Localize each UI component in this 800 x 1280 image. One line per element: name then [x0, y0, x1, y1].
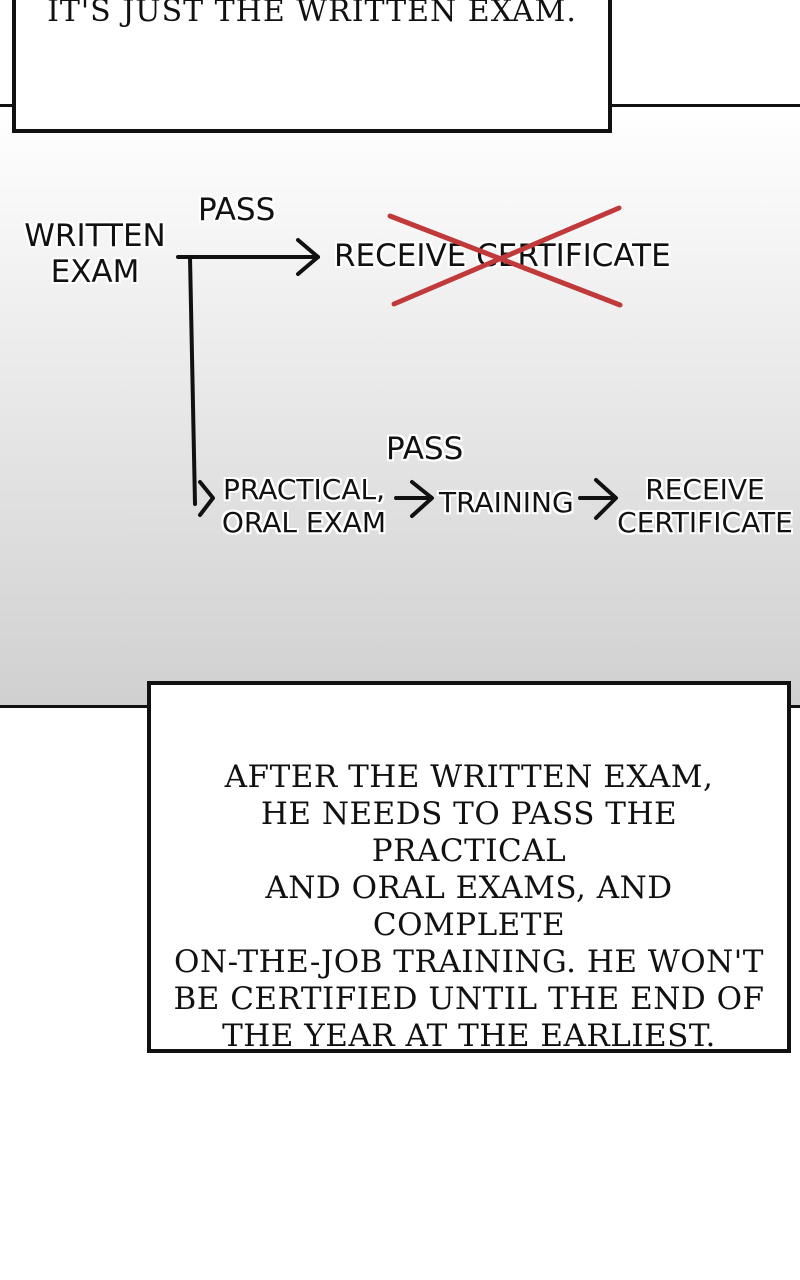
- written-exam-line-1: WRITTEN: [24, 218, 166, 254]
- pass-label-lower: PASS: [386, 431, 464, 467]
- caption-line-1: After the written exam,: [224, 759, 714, 795]
- pass-label-upper: PASS: [198, 192, 276, 228]
- arrowhead-practical: [198, 480, 215, 517]
- top-caption-box: It's just the written exam.: [12, 0, 612, 133]
- arrowhead-final-certificate: [594, 478, 618, 520]
- practical-line-1: PRACTICAL,: [223, 473, 385, 506]
- practical-oral-exam-label: PRACTICAL, ORAL EXAM: [218, 473, 390, 539]
- caption-line-5: be certified until the end of: [173, 981, 765, 1017]
- bottom-caption-text: After the written exam, he needs to pass…: [169, 759, 769, 1055]
- bottom-caption-box: After the written exam, he needs to pass…: [147, 681, 791, 1055]
- caption-line-3: and oral exams, and complete: [265, 870, 673, 943]
- cross-stroke-1: [387, 213, 623, 308]
- diagram-panel: [0, 104, 800, 708]
- caption-line-6: the year at the earliest.: [222, 1018, 716, 1054]
- cross-stroke-2: [391, 205, 622, 307]
- final-certificate-line-1: RECEIVE: [645, 473, 765, 506]
- caption-line-4: on-the-job training. He won't: [174, 944, 764, 980]
- caption-line-2: he needs to pass the practical: [260, 796, 678, 869]
- receive-certificate-final-label: RECEIVE CERTIFICATE: [617, 473, 793, 539]
- arrowhead-certificate: [296, 238, 320, 276]
- branch-vertical-line: [188, 255, 197, 506]
- training-label: TRAINING: [439, 486, 574, 519]
- arrowhead-training: [410, 480, 434, 518]
- top-caption-text: It's just the written exam.: [47, 0, 577, 29]
- final-certificate-line-2: CERTIFICATE: [617, 506, 793, 539]
- written-exam-line-2: EXAM: [50, 254, 140, 290]
- written-exam-label: WRITTEN EXAM: [20, 218, 170, 290]
- practical-line-2: ORAL EXAM: [221, 506, 387, 539]
